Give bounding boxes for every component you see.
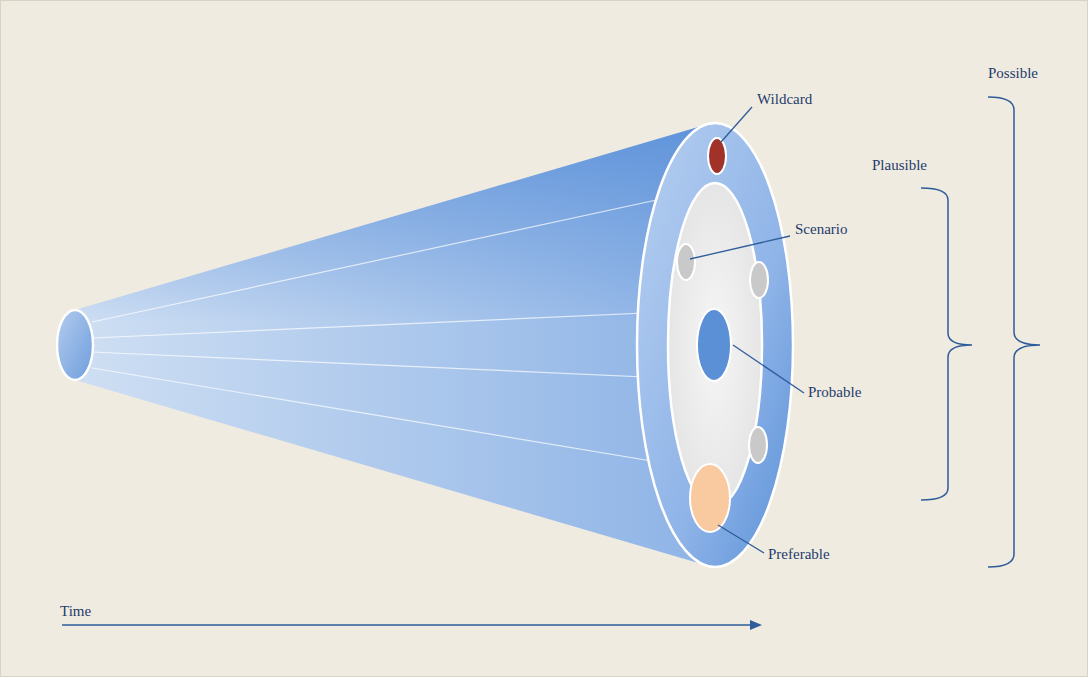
braces bbox=[921, 97, 1040, 567]
present-ellipse bbox=[57, 310, 93, 380]
scenario-ellipse bbox=[749, 427, 767, 463]
plausible-label: Plausible bbox=[872, 156, 927, 174]
probable-label: Probable bbox=[808, 383, 861, 401]
cone-body bbox=[75, 123, 712, 567]
wildcard-label: Wildcard bbox=[757, 90, 812, 108]
cone-shade bbox=[75, 123, 712, 567]
time-arrow bbox=[62, 620, 762, 630]
cone-rays bbox=[92, 188, 712, 470]
plausible-disc bbox=[668, 183, 762, 507]
possible-ring bbox=[637, 123, 793, 567]
scenario-label: Scenario bbox=[795, 220, 847, 238]
leader-lines bbox=[690, 107, 804, 553]
scenario-ellipse bbox=[750, 262, 768, 298]
wildcard-ellipse bbox=[708, 138, 726, 174]
axis-label: Time bbox=[60, 602, 91, 620]
probable-ellipse bbox=[697, 309, 731, 381]
possible-label: Possible bbox=[988, 64, 1038, 82]
preferable-ellipse bbox=[690, 464, 730, 532]
preferable-label: Preferable bbox=[768, 545, 830, 563]
scenario-ellipse bbox=[677, 244, 695, 280]
